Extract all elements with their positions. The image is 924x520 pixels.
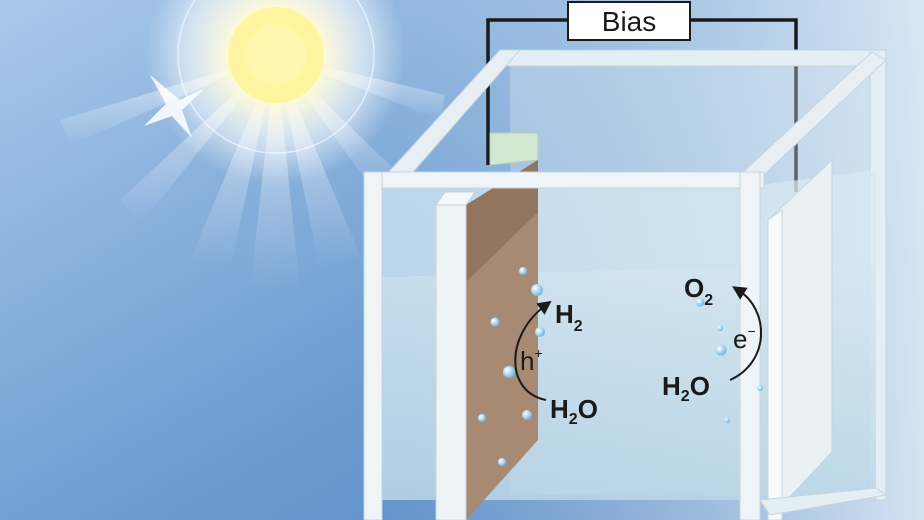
h-plus-label: h+ bbox=[520, 345, 543, 376]
o2-product-label: O2 bbox=[684, 273, 713, 309]
glass-container-front bbox=[363, 171, 888, 520]
counter-electrode bbox=[767, 158, 833, 520]
electron-reaction-arrow bbox=[729, 286, 762, 381]
h2-product-label: H2 bbox=[555, 299, 583, 335]
e-minus-label: e− bbox=[733, 323, 756, 354]
gas-bubbles bbox=[478, 267, 763, 466]
photoelectrode bbox=[435, 132, 539, 520]
h2o-reactant-label-right: H2O bbox=[662, 371, 710, 405]
bias-box bbox=[567, 1, 691, 41]
hole-reaction-arrow bbox=[514, 300, 552, 401]
sun-icon bbox=[144, 0, 406, 185]
bias-label: Bias bbox=[602, 6, 656, 37]
h2o-reactant-label-left: H2O bbox=[550, 394, 598, 428]
